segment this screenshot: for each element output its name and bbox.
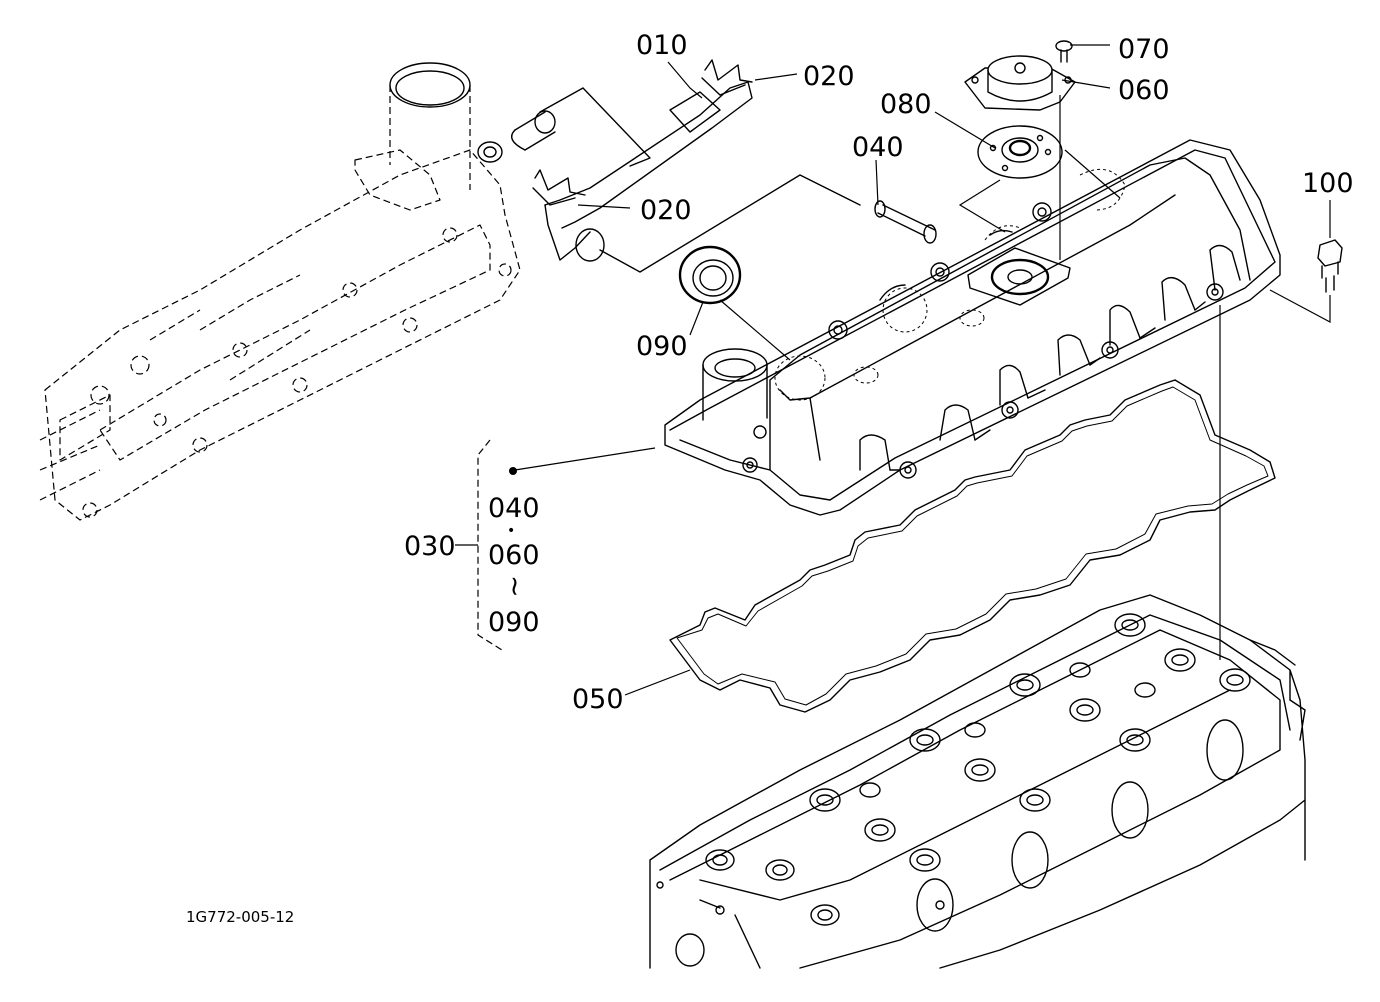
leader-lines — [509, 44, 1331, 696]
breather-hose-010 — [511, 81, 861, 273]
intake-manifold-drawing — [39, 62, 521, 521]
cylinder-head-cover-030 — [664, 139, 1281, 516]
assembly-030-bracket — [455, 439, 503, 651]
hose-clamp-020-lower — [532, 169, 586, 206]
diaphragm-080 — [977, 125, 1063, 179]
bolt-100 — [1317, 239, 1343, 293]
callout-010: 010 — [636, 30, 688, 61]
callout-060: 060 — [1118, 75, 1170, 106]
gasket-050 — [669, 379, 1276, 713]
callout-020-upper: 020 — [803, 61, 855, 92]
callout-030: 030 — [404, 531, 456, 562]
callout-090: 090 — [636, 331, 688, 362]
oil-seal-090 — [678, 245, 742, 305]
callout-050: 050 — [572, 684, 624, 715]
screw-070 — [1055, 40, 1073, 63]
drawing-id: 1G772-005-12 — [186, 908, 294, 926]
assembly-030-separator: • — [507, 523, 515, 539]
cylinder-head-drawing — [649, 594, 1306, 969]
callout-070: 070 — [1118, 34, 1170, 65]
pipe-040 — [874, 200, 937, 244]
callout-080: 080 — [880, 89, 932, 120]
assembly-030-item-060: 060 — [488, 540, 540, 571]
assembly-030-item-090: 090 — [488, 607, 540, 638]
callout-040: 040 — [852, 132, 904, 163]
assembly-030-range: ~ — [499, 575, 530, 598]
assembly-030-item-040: 040 — [488, 493, 540, 524]
callout-100: 100 — [1302, 168, 1354, 199]
cap-060 — [964, 55, 1076, 111]
callout-020-lower: 020 — [640, 195, 692, 226]
hose-clamp-020-upper — [701, 59, 753, 96]
